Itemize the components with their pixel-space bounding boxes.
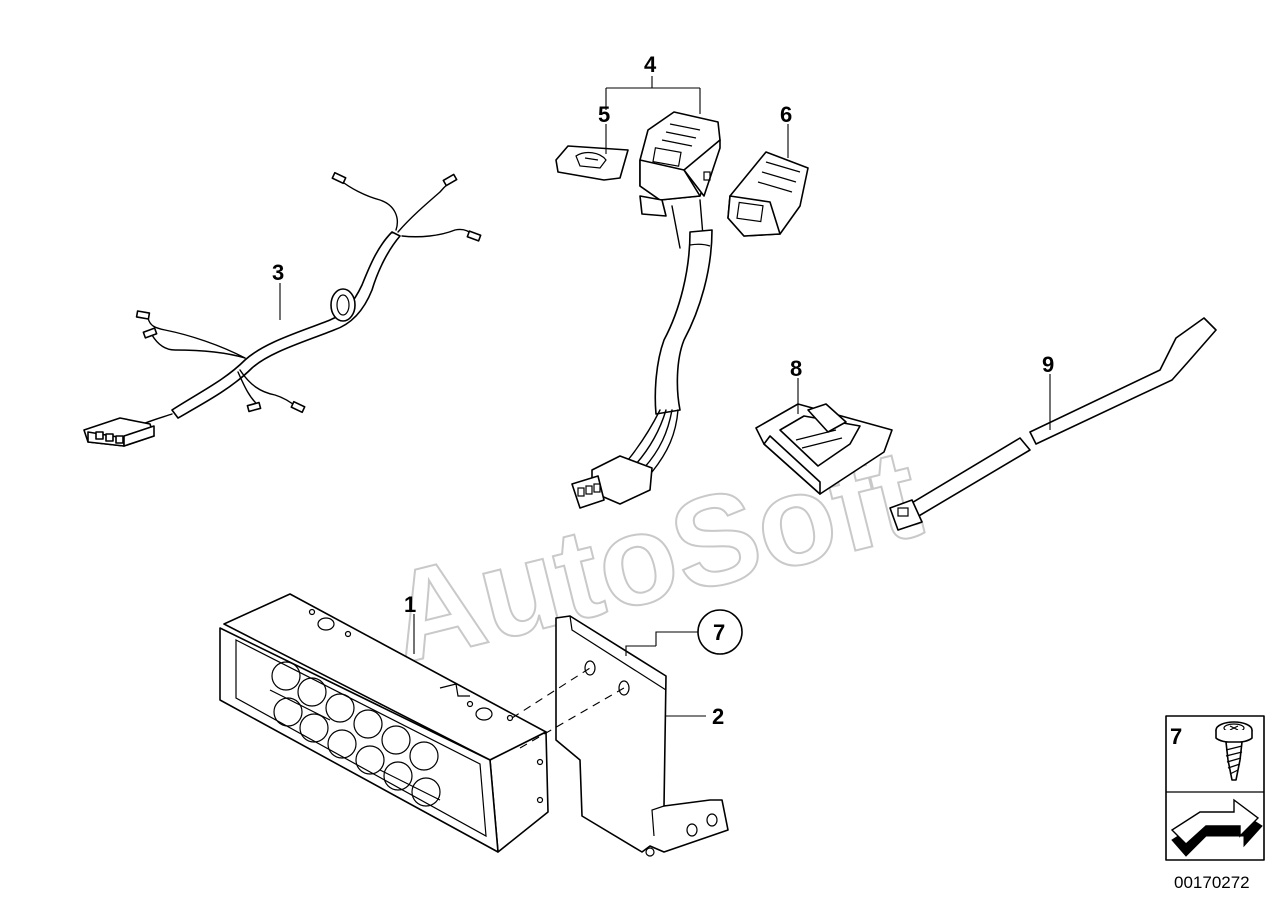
cable-holder-icon[interactable] [755, 403, 893, 495]
inset-callout-7: 7 [1170, 724, 1182, 749]
document-number: 00170272 [1174, 873, 1250, 892]
callout-5: 5 [598, 102, 610, 127]
wiring-harness-icon[interactable] [83, 171, 482, 447]
screw-legend-box: 7 [1165, 715, 1265, 861]
cable-tie-icon[interactable] [889, 317, 1217, 531]
callout-4: 4 [644, 52, 657, 77]
callout-3: 3 [272, 260, 284, 285]
callout-9: 9 [1042, 352, 1054, 377]
assembly-line [511, 667, 591, 719]
switch-cap-icon[interactable] [727, 151, 809, 237]
callout-6: 6 [780, 102, 792, 127]
callout-1: 1 [404, 592, 416, 617]
assembly-line [519, 687, 625, 749]
orientation-arrow-icon [1170, 798, 1263, 857]
leader-lines [279, 76, 1051, 717]
switch-with-cable-icon[interactable] [571, 111, 721, 509]
mounting-bracket-icon[interactable] [555, 615, 729, 857]
screw-icon [1215, 721, 1253, 781]
cover-cap-icon[interactable] [555, 145, 629, 181]
control-unit-icon[interactable] [219, 593, 549, 853]
callout-2: 2 [712, 704, 724, 729]
callout-7-circle [697, 609, 743, 655]
callout-7: 7 [713, 620, 725, 645]
callout-8: 8 [790, 356, 802, 381]
